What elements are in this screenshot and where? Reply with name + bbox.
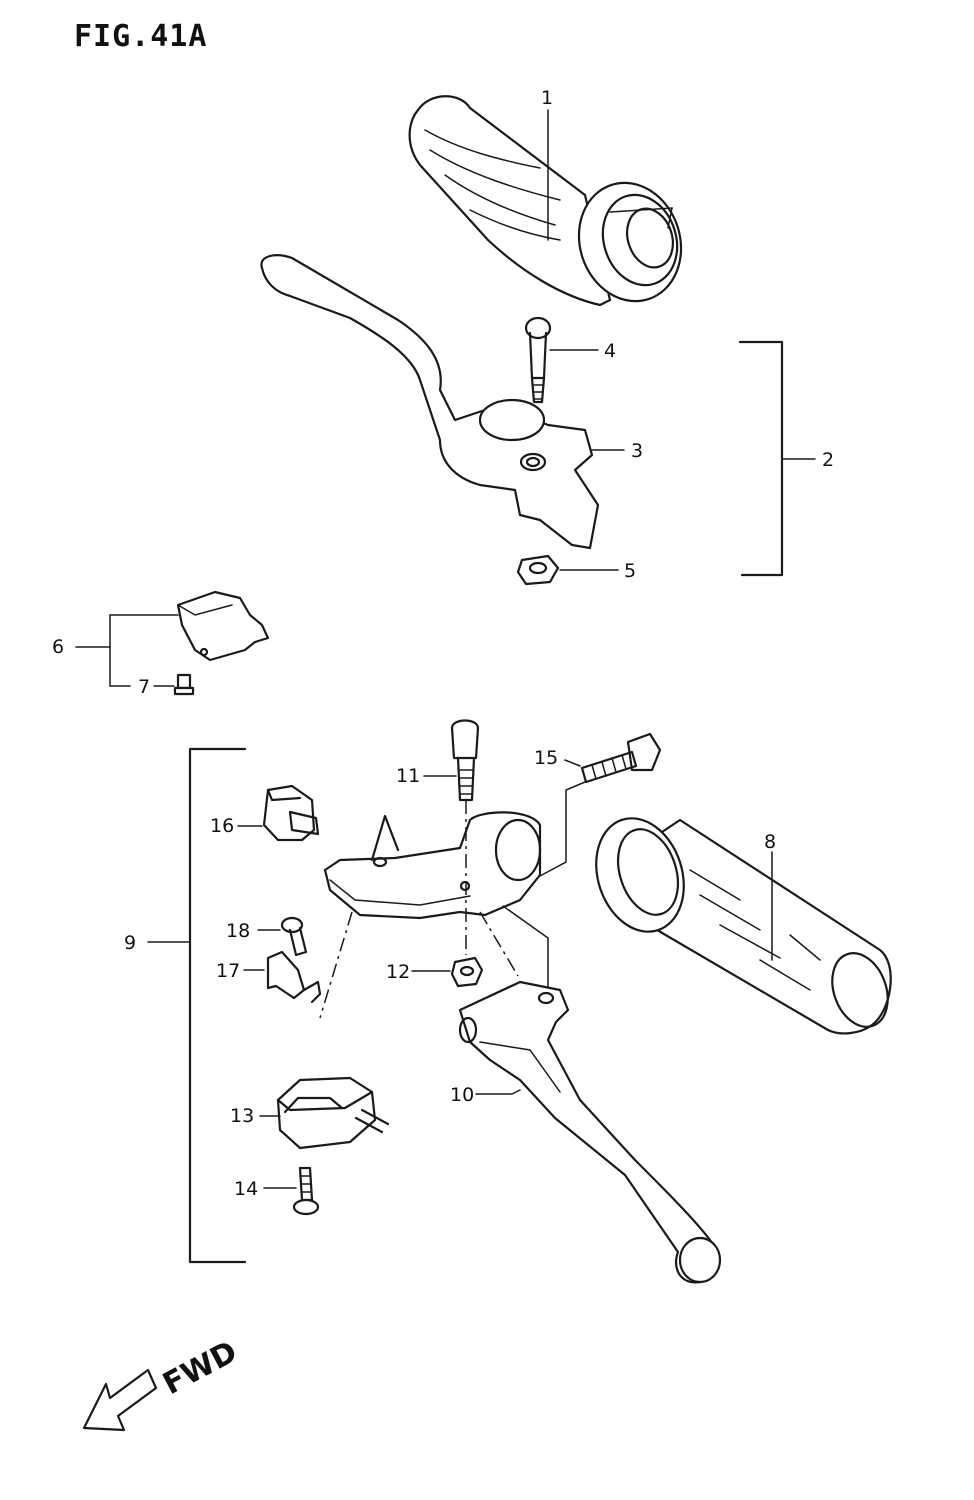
switch-clamp [266,950,322,1004]
callout-17: 17 [216,960,240,982]
callout-6: 6 [52,636,64,658]
callout-2: 2 [822,449,834,471]
callout-14: 14 [234,1178,258,1200]
callout-8: 8 [764,831,776,853]
callout-4: 4 [604,340,616,362]
callout-5: 5 [624,560,636,582]
lever-bolt [450,719,480,802]
centerline-c [479,911,519,977]
callout-15: 15 [534,747,558,769]
throttle-grip [408,95,683,307]
clutch-switch [276,1076,390,1150]
leader-10b [502,905,549,993]
brake-switch [176,590,270,662]
callout-3: 3 [631,440,643,462]
perch-screw [580,732,662,784]
callout-1: 1 [541,87,553,109]
fwd-label: FWD [157,1334,243,1402]
callout-12: 12 [386,961,410,983]
lever-nut [516,554,560,586]
centerline-a [319,911,353,1019]
brake-lever [260,254,600,550]
left-grip [595,817,892,1035]
forward-arrow-icon [82,1368,158,1432]
perch-nut [450,956,484,988]
callout-18: 18 [226,920,250,942]
callout-11: 11 [396,765,420,787]
bracket-9 [188,747,247,1264]
leader-15b [539,781,586,877]
pivot-bolt [524,316,552,404]
leader-10 [475,1089,521,1095]
clamp-screw [280,916,308,957]
callout-7: 7 [138,676,150,698]
callout-16: 16 [210,815,234,837]
figure-title: FIG.41A [74,19,207,54]
callout-10: 10 [450,1084,474,1106]
switch-screw [173,673,195,696]
callout-13: 13 [230,1105,254,1127]
bracket-2 [738,340,784,577]
switch-mount-screw [292,1166,320,1216]
cable-adjuster [262,784,320,842]
leader-15 [564,759,581,767]
bracket-6 [109,614,179,687]
clutch-lever [458,980,722,1284]
callout-9: 9 [124,932,136,954]
clutch-perch [323,811,542,920]
